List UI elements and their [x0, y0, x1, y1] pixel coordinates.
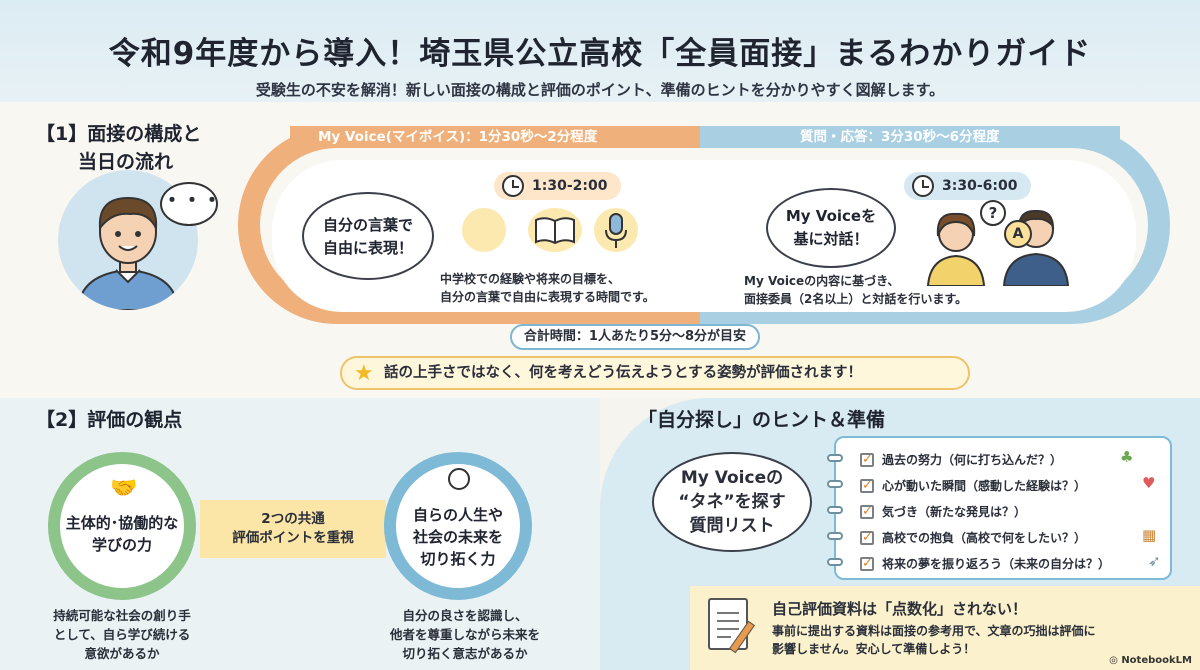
star-icon: ★ — [354, 361, 374, 386]
page-title: 令和9年度から導入！埼玉県公立高校「全員面接」まるわかりガイド — [108, 36, 1092, 72]
section1-heading-line1: 【1】面接の構成と — [36, 123, 202, 145]
key-point: ★ 話の上手さではなく、何を考えどう伝えようとする姿勢が評価されます！ — [340, 356, 970, 390]
checklist-item: 高校での抱負（高校で何をしたい？） — [860, 528, 1086, 548]
student-avatar — [58, 170, 198, 310]
note-line1: 事前に提出する資料は面接の参考用で、文章の巧拙は評価に — [772, 624, 1096, 638]
note-title: 自己評価資料は「点数化」されない！ — [772, 600, 1028, 618]
myvoice-bubble-line1: 自分の言葉で — [322, 216, 413, 234]
qa-desc-line1: My Voiceの内容に基づき、 — [744, 274, 900, 288]
common-points-line2: 評価ポイントを重視 — [232, 530, 354, 546]
common-points-line1: 2つの共通 — [261, 511, 325, 527]
qa-bubble-line2: 基に対話！ — [793, 230, 869, 248]
eval-learning-desc-line3: 意欲があるか — [84, 646, 160, 661]
qa-band — [700, 126, 1120, 148]
qa-bubble: My Voiceを 基に対話！ — [766, 188, 896, 268]
myvoice-band — [290, 126, 710, 148]
checkbox-icon — [860, 554, 874, 574]
checklist-item: 気づき（新たな発見は？） — [860, 502, 1026, 522]
ring — [827, 454, 843, 462]
answer-bubble: A — [1004, 220, 1032, 248]
microphone-icon — [594, 208, 638, 252]
qa-time-text: 3:30-6:00 — [942, 178, 1018, 194]
eval-learning-line1: 主体的･協働的な — [65, 514, 179, 532]
cloud-line3: 質問リスト — [689, 516, 775, 536]
myvoice-time: 1:30-2:00 — [494, 172, 622, 200]
myvoice-description: 中学校での経験や将来の目標を、 自分の言葉で自由に表現する時間です。 — [440, 270, 655, 306]
ring — [827, 506, 843, 514]
book-icon — [528, 208, 582, 252]
question-checklist: 過去の努力（何に打ち込んだ？） 心が動いた瞬間（感動した経験は？） 気づき（新た… — [827, 436, 1172, 580]
note-line2: 影響しません。安心して準備しよう！ — [772, 642, 976, 656]
checklist-item: 過去の努力（何に打ち込んだ？） — [860, 450, 1062, 470]
eval-future-line2: 社会の未来を — [412, 528, 503, 546]
checklist-item-text: 過去の努力（何に打ち込んだ？） — [882, 453, 1063, 467]
myvoice-desc-line2: 自分の言葉で自由に表現する時間です。 — [440, 290, 655, 304]
heart-icon: ♥ — [1142, 474, 1156, 492]
brand-text: NotebookLM — [1121, 655, 1192, 666]
checklist-item: 将来の夢を振り返ろう（未来の自分は？） — [860, 554, 1110, 574]
ring — [827, 480, 843, 488]
eval-future-description: 自分の良さを認識し、 他者を尊重しながら未来を 切り拓く意志があるか — [370, 606, 560, 663]
checkbox-icon — [860, 476, 874, 496]
checklist-item-text: 心が動いた瞬間（感動した経験は？） — [882, 479, 1087, 493]
qa-description: My Voiceの内容に基づき、 面接委員（2名以上）と対話を行います。 — [744, 272, 967, 308]
checkbox-icon — [860, 528, 874, 548]
question-list-cloud: My Voiceの “タネ”を探す 質問リスト — [652, 452, 812, 552]
section1-heading-line2: 当日の流れ — [78, 151, 174, 173]
myvoice-time-text: 1:30-2:00 — [532, 178, 608, 194]
interviewers-illustration — [920, 196, 1070, 287]
myvoice-desc-line1: 中学校での経験や将来の目標を、 — [440, 272, 621, 286]
eval-future-desc-line3: 切り拓く意志があるか — [402, 646, 528, 661]
section2-heading: 【2】評価の観点 — [36, 409, 183, 431]
qa-desc-line2: 面接委員（2名以上）と対話を行います。 — [744, 292, 968, 306]
ring — [827, 532, 843, 540]
school-icon: ▦ — [1142, 526, 1157, 544]
myvoice-bubble-line2: 自由に表現！ — [322, 239, 413, 257]
sprout-icon: ♣ — [1120, 448, 1134, 466]
cloud-line2: “タネ”を探す — [678, 492, 786, 512]
myvoice-band-label: My Voice(マイボイス)：1分30秒～2分程度 — [318, 129, 598, 145]
eval-future-desc-line1: 自分の良さを認識し、 — [402, 608, 528, 623]
self-evaluation-note — [690, 586, 1200, 670]
thinking-bubble: ・・・ — [160, 182, 222, 226]
checklist-item-text: 高校での抱負（高校で何をしたい？） — [882, 531, 1087, 545]
section1-heading: 【1】面接の構成と 当日の流れ — [36, 120, 201, 176]
eval-circle-future: 自らの人生や 社会の未来を 切り拓く力 — [384, 452, 532, 600]
eval-future-desc-line2: 他者を尊重しながら未来を — [389, 627, 540, 642]
checklist-item-text: 気づき（新たな発見は？） — [882, 505, 1027, 519]
idea-icon — [462, 208, 506, 252]
note-body: 事前に提出する資料は面接の参考用で、文章の巧拙は評価に 影響しません。安心して準… — [772, 622, 1096, 658]
myvoice-bubble: 自分の言葉で 自由に表現！ — [302, 192, 434, 280]
cloud-line1: My Voiceの — [680, 468, 784, 488]
checkbox-icon — [860, 502, 874, 522]
eval-learning-desc-line1: 持続可能な社会の創り手 — [53, 608, 191, 623]
clock-icon — [912, 175, 934, 197]
brand-icon: ◎ — [1109, 655, 1122, 666]
total-time: 合計時間：1人あたり5分～8分が目安 — [510, 324, 760, 350]
ring — [827, 558, 843, 566]
brand-footer: ◎ NotebookLM — [1109, 655, 1192, 666]
key-point-text: 話の上手さではなく、何を考えどう伝えようとする姿勢が評価されます！ — [384, 365, 863, 381]
common-points: 2つの共通 評価ポイントを重視 — [200, 500, 386, 558]
checklist-item-text: 将来の夢を振り返ろう（未来の自分は？） — [882, 557, 1111, 571]
checklist-item: 心が動いた瞬間（感動した経験は？） — [860, 476, 1086, 496]
eval-learning-desc-line2: として、自ら学び続ける — [53, 627, 191, 642]
eval-future-line3: 切り拓く力 — [420, 550, 496, 568]
page-subtitle: 受験生の不安を解消！新しい面接の構成と評価のポイント、準備のヒントを分かりやすく… — [255, 81, 945, 99]
question-bubble: ? — [980, 200, 1006, 226]
qa-time: 3:30-6:00 — [904, 172, 1032, 200]
checkbox-icon — [860, 450, 874, 470]
eval-learning-description: 持続可能な社会の創り手 として、自ら学び続ける 意欲があるか — [34, 606, 210, 663]
qa-band-label: 質問・応答：3分30秒～6分程度 — [800, 129, 1000, 145]
eval-future-line1: 自らの人生や — [412, 506, 503, 524]
eval-learning-line2: 学びの力 — [91, 536, 152, 554]
eval-circle-learning: 🤝 主体的･協働的な 学びの力 — [48, 452, 196, 600]
clock-icon — [502, 175, 524, 197]
qa-bubble-line1: My Voiceを — [785, 207, 877, 225]
handshake-icon: 🤝 — [110, 476, 138, 501]
compass-icon — [448, 468, 470, 490]
header: 令和9年度から導入！埼玉県公立高校「全員面接」まるわかりガイド 受験生の不安を解… — [0, 0, 1200, 102]
rocket-icon: ➶ — [1148, 552, 1161, 570]
section3-heading: 「自分探し」のヒント＆準備 — [638, 409, 886, 431]
